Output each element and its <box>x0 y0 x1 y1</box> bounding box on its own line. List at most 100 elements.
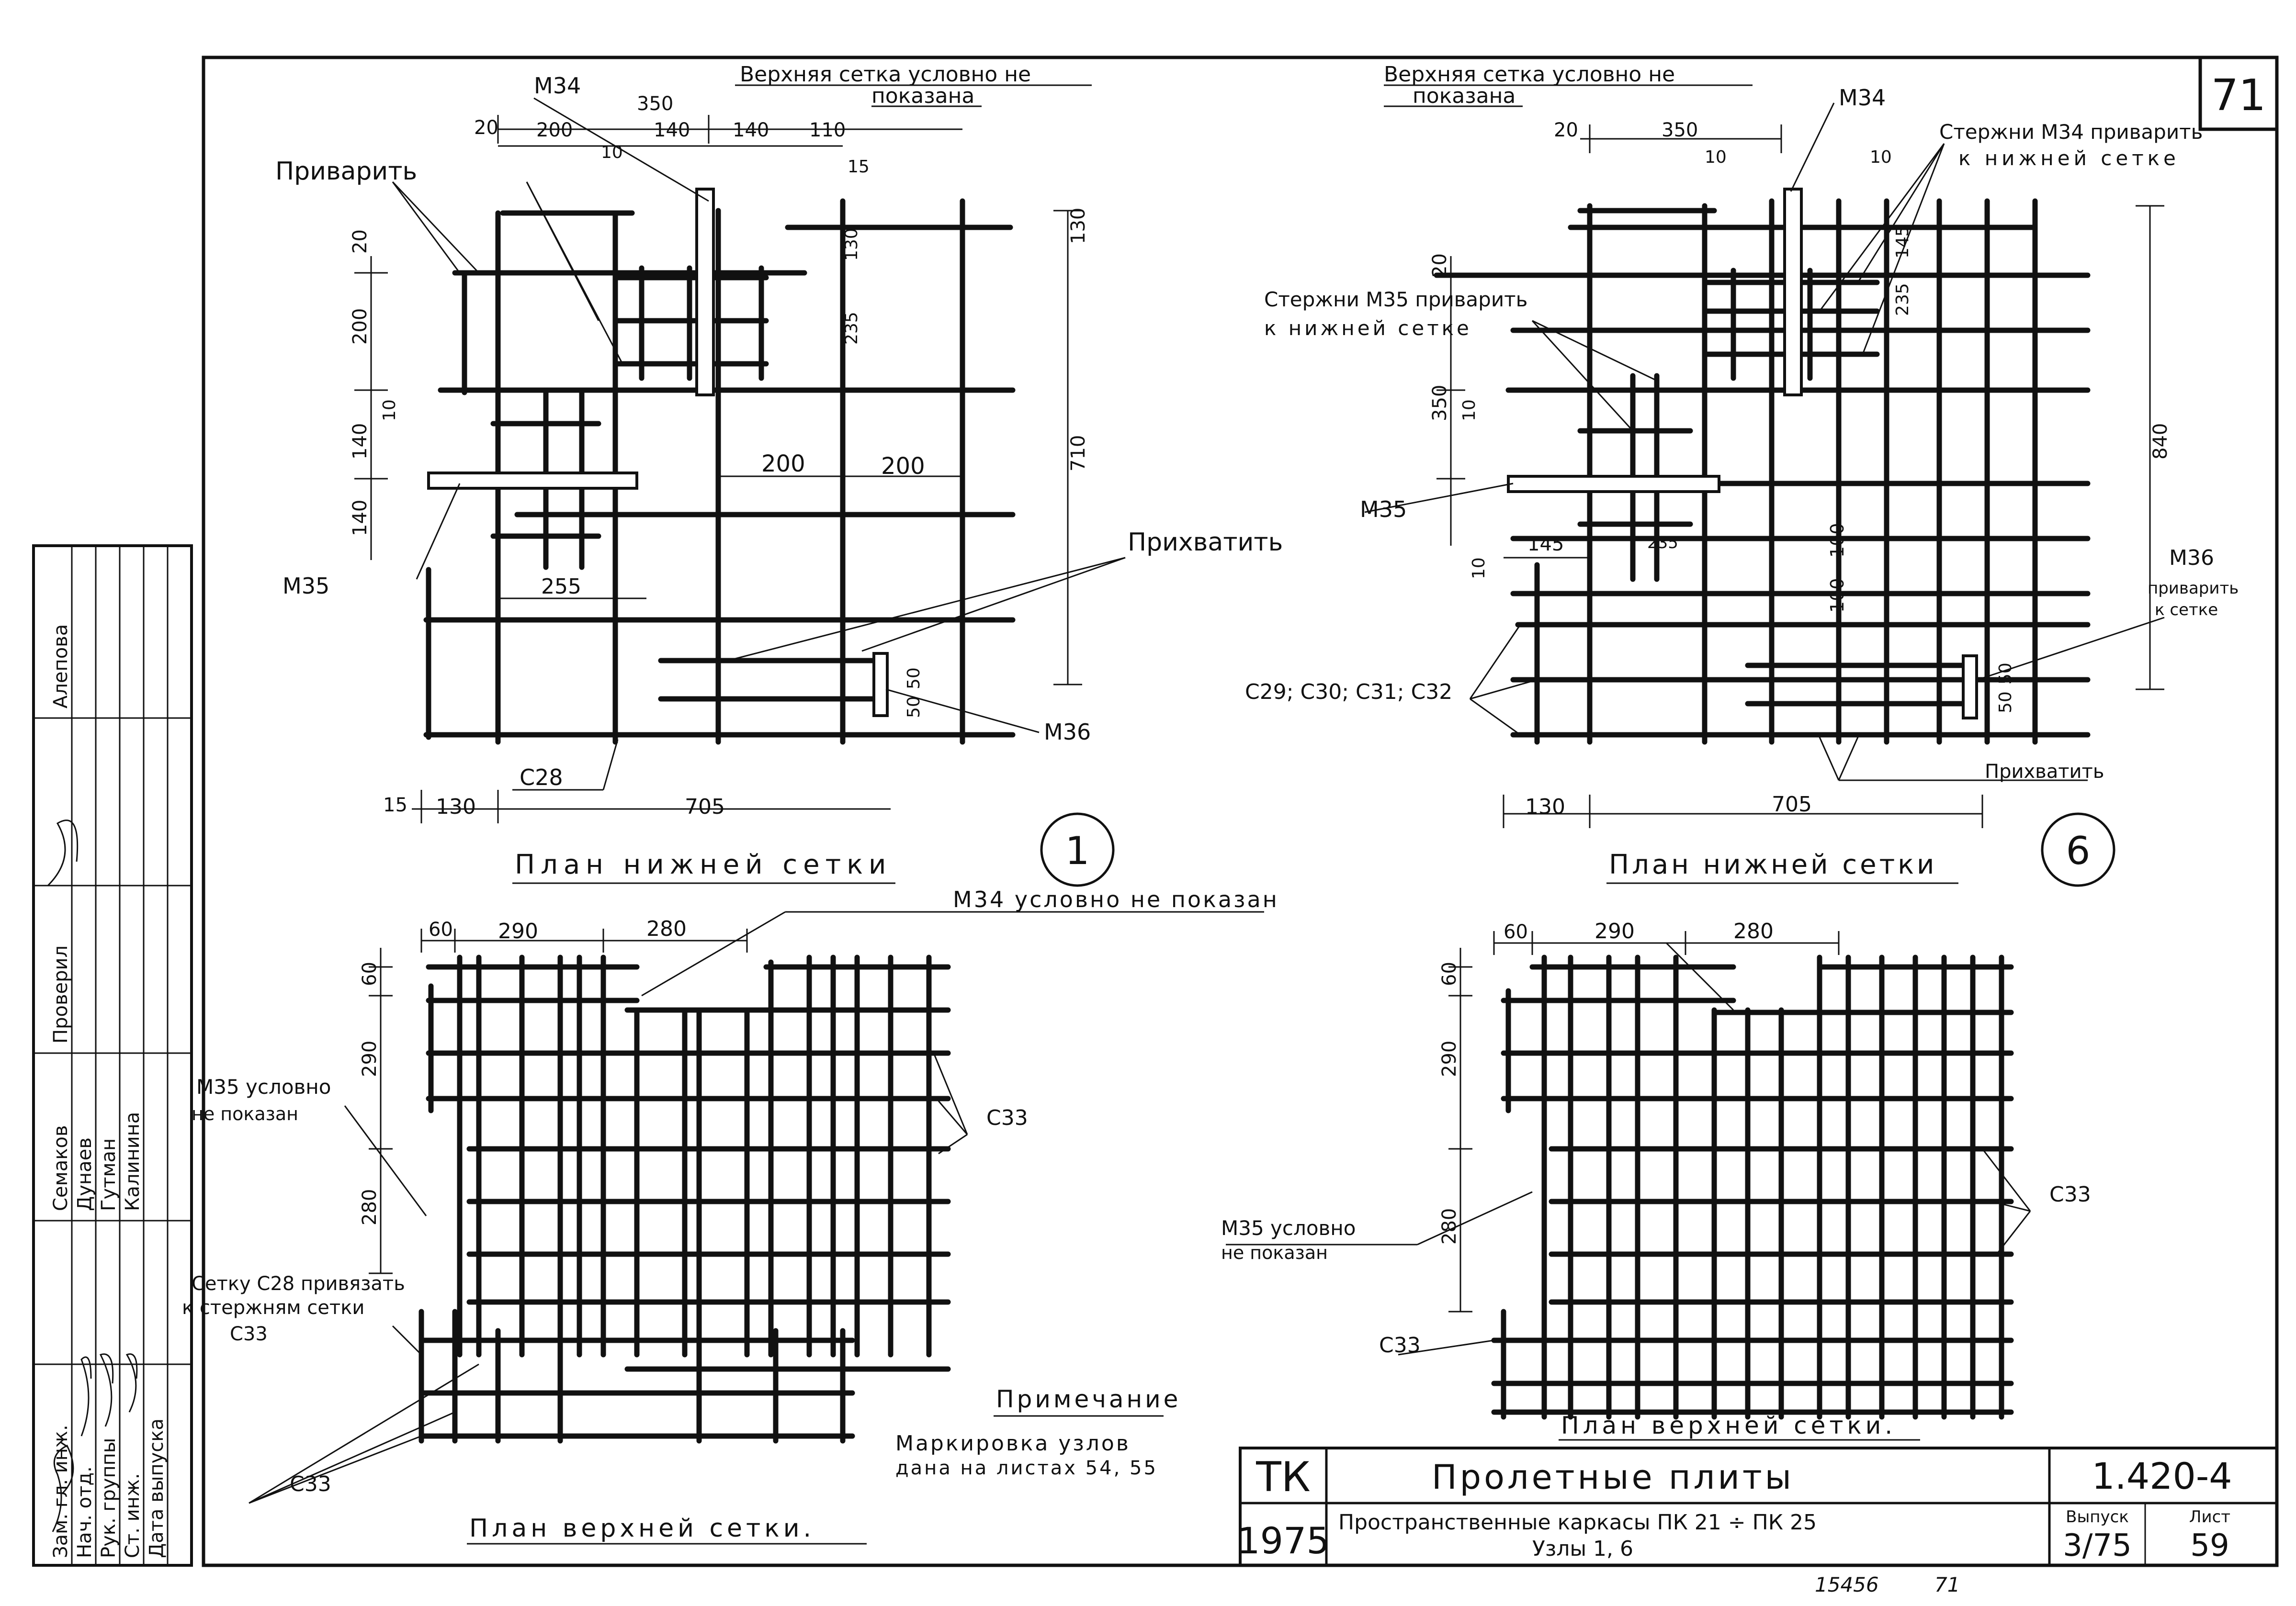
view1-dim-350: 350 <box>637 93 673 115</box>
upper-right-m35-note-2: не показан <box>1221 1242 1328 1263</box>
view6-note-top-2: показана <box>1413 84 1516 108</box>
upper-right-c33-a: С33 <box>2049 1182 2091 1207</box>
title-subtitle-2: Узлы 1, 6 <box>1532 1537 1633 1561</box>
upper-right-dim-290-v: 290 <box>1438 1041 1460 1077</box>
signature-2 <box>80 1356 92 1437</box>
upper-left-c28-note-2: к стержням сетки <box>182 1297 364 1319</box>
view1-m35: М35 <box>283 573 329 599</box>
view1-dim-200-left: 200 <box>349 308 371 345</box>
view6-dim-145: 145 <box>1893 225 1912 258</box>
view1-dim-10-left: 10 <box>380 399 399 421</box>
view6-m36: М36 <box>2169 546 2214 570</box>
view1-dim-10: 10 <box>601 143 623 162</box>
view-6-lower-mesh: Верхняя сетка условно не показана М34 Ст… <box>1245 62 2239 887</box>
note-block: Примечание Маркировка узлов дана на лист… <box>895 1385 1181 1479</box>
upper-left-c33-b: С33 <box>290 1472 331 1496</box>
view1-dim-130-bottom: 130 <box>436 795 476 819</box>
view6-c-list: С29; С30; С31; С32 <box>1245 680 1452 704</box>
view1-dim-140-left-a: 140 <box>349 423 371 460</box>
upper-right-c33-b: С33 <box>1379 1333 1421 1358</box>
view6-m34: М34 <box>1839 85 1886 111</box>
view6-weld-m34-1: Стержни М34 приварить <box>1939 120 2203 144</box>
upper-left-c33-a: С33 <box>986 1106 1028 1130</box>
view6-dim-130-bottom: 130 <box>1525 795 1565 819</box>
view6-dim-235: 235 <box>1893 283 1912 316</box>
view1-label-weld: Приварить <box>275 157 417 186</box>
signature-4 <box>125 1353 138 1413</box>
note-line-2: дана на листах 54, 55 <box>895 1457 1158 1479</box>
view6-dim-10a: 10 <box>1705 147 1727 167</box>
signature-1 <box>52 1444 74 1532</box>
title-doc-code: 1.420-4 <box>2092 1455 2232 1497</box>
upper-left-dim-290-v: 290 <box>359 1041 381 1077</box>
sheet-number: 71 <box>2211 70 2266 121</box>
view1-note-top-1: Верхняя сетка условно не <box>740 62 1031 87</box>
title-list-label: Лист <box>2189 1507 2230 1527</box>
upper-left-dim-60-v: 60 <box>359 962 381 986</box>
upper-right-dim-60-v: 60 <box>1438 962 1460 986</box>
view1-title: План нижней сетки <box>515 849 892 880</box>
view1-label-tack: Прихватить <box>1128 528 1283 557</box>
stamp-name-1: Семаков <box>50 1125 72 1211</box>
view6-note-top-1: Верхняя сетка условно не <box>1384 62 1675 87</box>
view6-dim-50b: 50 <box>1996 691 2015 713</box>
view1-dim-130a: 130 <box>842 228 861 261</box>
view-1-lower-mesh: Верхняя сетка условно не показана Привар… <box>275 62 1283 887</box>
stamp-name-2: Дунаев <box>74 1137 96 1211</box>
view6-dim-20-left: 20 <box>1429 253 1451 278</box>
view1-node-circle <box>1040 812 1115 887</box>
upper-left-c28-note-3: С33 <box>230 1323 268 1345</box>
title-subtitle-1: Пространственные каркасы ПК 21 ÷ ПК 25 <box>1338 1510 1817 1535</box>
view6-dim-100a: 100 <box>1827 523 1848 558</box>
stamp-name-3: Гутман <box>98 1138 120 1211</box>
upper-left-dim-280: 280 <box>646 917 687 941</box>
upper-right-dim-280-v: 280 <box>1438 1208 1460 1245</box>
upper-right-m35-note-1: М35 условно <box>1221 1216 1356 1240</box>
upper-right-dim-280: 280 <box>1733 919 1774 943</box>
upper-left-m34-note: М34 условно не показан <box>953 887 1279 912</box>
view6-dim-840: 840 <box>2149 423 2172 460</box>
title-block: ТК 1975 Пролетные плиты Пространственные… <box>1237 1447 2278 1567</box>
note-line-1: Маркировка узлов <box>895 1431 1131 1456</box>
upper-right-dim-60: 60 <box>1504 921 1528 943</box>
signature-3 <box>99 1353 114 1427</box>
view6-dim-20: 20 <box>1554 119 1578 141</box>
stamp-role-4: Ст. инж. <box>122 1473 144 1558</box>
view1-dim-200-mid-a: 200 <box>761 450 805 477</box>
view1-c28: С28 <box>520 764 563 790</box>
title-issue-label: Выпуск <box>2066 1507 2129 1527</box>
stamp-checked-label: Проверил <box>50 945 72 1044</box>
view6-dim-10-left: 10 <box>1459 399 1479 421</box>
stamp-role-3: Рук. группы <box>98 1438 120 1558</box>
upper-left-dim-290: 290 <box>498 919 538 943</box>
upper-left-m35-note-1: М35 условно <box>196 1075 331 1099</box>
title-year: 1975 <box>1237 1519 1329 1562</box>
view1-dim-710: 710 <box>1067 435 1089 472</box>
view1-dim-140-left-b: 140 <box>349 500 371 536</box>
view6-dim-350: 350 <box>1662 119 1698 141</box>
view6-label-tack: Прихватить <box>1985 761 2104 783</box>
title-series-tag: ТК <box>1255 1453 1311 1501</box>
view6-dim-235-bot: 235 <box>1647 533 1678 552</box>
note-heading: Примечание <box>996 1385 1181 1413</box>
view6-dim-10-bot: 10 <box>1469 557 1489 579</box>
view6-weld-m35-2: к нижней сетке <box>1264 316 1472 340</box>
view1-dim-200: 200 <box>536 119 573 141</box>
view6-dim-350-left: 350 <box>1429 385 1451 421</box>
upper-right-dim-290: 290 <box>1595 919 1635 943</box>
stamp-name-4: Калинина <box>122 1112 144 1211</box>
view6-dim-100b: 100 <box>1827 578 1848 613</box>
stamp-role-2: Нач. отд. <box>74 1466 96 1558</box>
view1-dim-705: 705 <box>685 795 725 819</box>
view1-node-number: 1 <box>1065 829 1090 873</box>
view6-weld-m34-2: к нижней сетке <box>1958 146 2180 170</box>
view1-dim-140b: 140 <box>733 119 769 141</box>
view6-dim-145-bot: 145 <box>1527 533 1564 555</box>
view-upper-mesh-right: М35 условно не показан С33 С33 60 290 28… <box>1221 919 2091 1441</box>
view1-m34: М34 <box>534 73 581 99</box>
view6-m36-note-2: к сетке <box>2155 600 2218 619</box>
footer-sheet-number: 71 <box>1934 1573 1960 1596</box>
upper-left-c28-note-1: Сетку С28 привязать <box>192 1273 405 1295</box>
view1-note-top-2: показана <box>871 84 974 108</box>
